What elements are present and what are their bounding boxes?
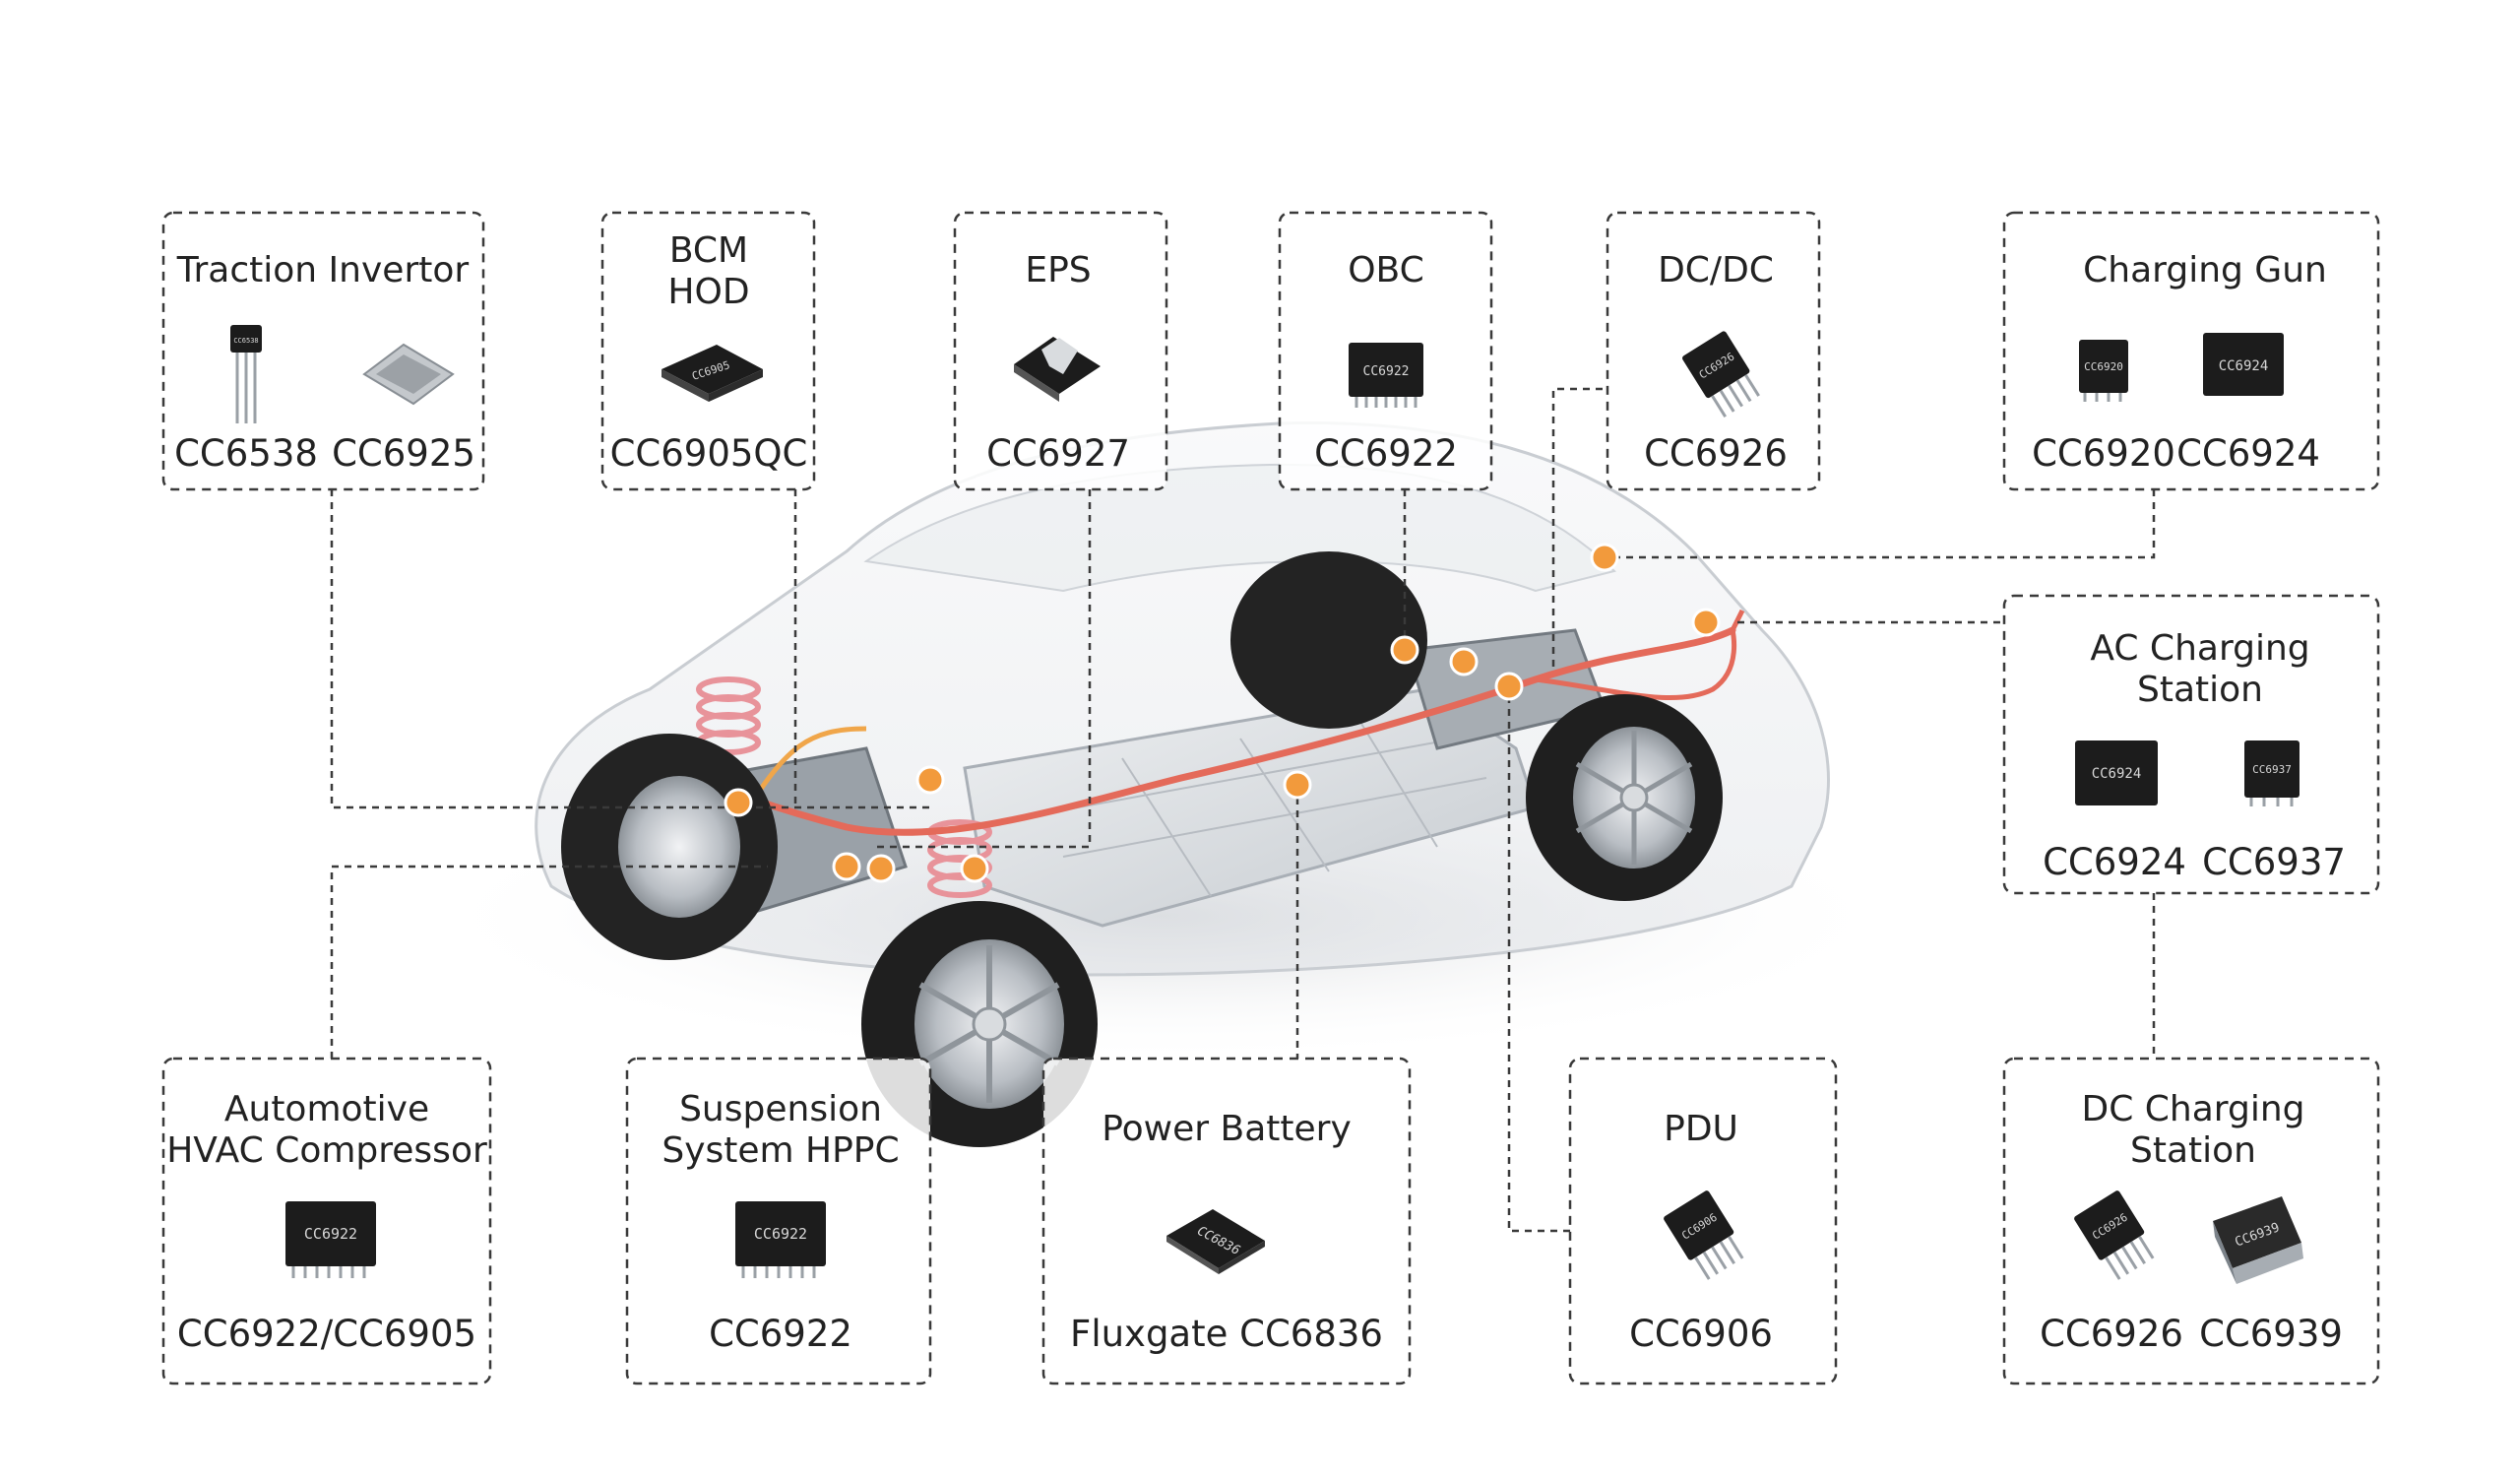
- box-power-battery: Power Battery CC6836 Fluxgate CC6836: [1041, 1057, 1412, 1385]
- chip-dfn-icon: [362, 343, 455, 406]
- box-title: Power Battery: [1102, 1109, 1352, 1149]
- hotspot-power-battery: [1283, 770, 1312, 800]
- box-title: AC Charging: [2090, 628, 2309, 669]
- box-title: EPS: [1025, 250, 1091, 290]
- box-dc-charging-station: DC Charging Station CC6926 CC6939 CC6926…: [2002, 1057, 2380, 1385]
- box-title: BCM: [669, 230, 748, 271]
- chip-to-package-icon: CC6926: [1682, 331, 1760, 418]
- chip-qfn-fluxgate-icon: CC6836: [1166, 1209, 1265, 1274]
- hv-harness-rear: [1535, 609, 1745, 701]
- box-title: Charging Gun: [2083, 250, 2327, 290]
- box-traction-invertor: Traction Invertor CC6538 CC6538 CC6925: [161, 211, 485, 491]
- front-left-wheel: [561, 734, 778, 960]
- hotspot-charging-gun: [1590, 543, 1619, 572]
- hotspot-inverter: [915, 765, 945, 795]
- chip-soic8-icon: CC6920: [2079, 340, 2128, 402]
- chip-marking: CC6920: [2084, 360, 2123, 373]
- part-label: CC6926: [1644, 432, 1788, 475]
- part-label: CC6922: [709, 1313, 852, 1355]
- part-label: CC6925: [332, 432, 475, 475]
- chip-marking: CC6924: [2092, 766, 2142, 782]
- box-frame: [161, 211, 485, 491]
- chip-marking: CC6937: [2252, 763, 2292, 776]
- box-title: HOD: [667, 272, 749, 312]
- hotspot-dcdc: [1449, 647, 1479, 676]
- box-title: Suspension: [679, 1089, 882, 1129]
- chip-qfn-icon: CC6905: [662, 345, 763, 402]
- box-eps: EPS CC6927: [953, 211, 1168, 491]
- car-illustration: [413, 421, 1910, 1147]
- part-label: CC6924: [2176, 432, 2320, 475]
- box-pdu: PDU CC6906 CC6906: [1568, 1057, 1838, 1385]
- box-title: DC/DC: [1658, 250, 1774, 290]
- box-title: Traction Invertor: [176, 250, 470, 290]
- rear-left-wheel: [1230, 551, 1427, 729]
- part-label: CC6905QC: [610, 432, 808, 475]
- box-title: Station: [2130, 1130, 2256, 1171]
- box-frame: [2002, 1057, 2380, 1385]
- box-title: DC Charging: [2081, 1089, 2304, 1129]
- chip-to92-icon: CC6538: [230, 325, 262, 423]
- part-label: CC6926: [2040, 1313, 2183, 1355]
- chip-marking: CC6922: [304, 1225, 357, 1243]
- box-bcm-hod: BCM HOD CC6905 CC6905QC: [600, 211, 816, 491]
- connector-hvac: [330, 865, 768, 1059]
- box-obc: OBC CC6922 CC6922: [1278, 211, 1493, 491]
- part-label: Fluxgate CC6836: [1070, 1313, 1383, 1355]
- box-hvac-compressor: Automotive HVAC Compressor CC6922 CC6922…: [161, 1057, 492, 1385]
- part-label: CC6906: [1629, 1313, 1773, 1355]
- chip-marking: CC6922: [754, 1225, 807, 1243]
- box-suspension-hppc: Suspension System HPPC CC6922 CC6922: [625, 1057, 932, 1385]
- part-label: CC6922/CC6905: [177, 1313, 476, 1355]
- box-ac-charging-station: AC Charging Station CC6924 CC6937 CC6924…: [2002, 594, 2380, 895]
- chip-soic16-icon: CC6924: [2203, 333, 2284, 396]
- hotspots: [724, 543, 1721, 883]
- hotspot-charging-port: [1691, 608, 1721, 637]
- box-title: System HPPC: [662, 1130, 899, 1171]
- part-label: CC6937: [2202, 841, 2346, 883]
- part-label: CC6922: [1314, 432, 1458, 475]
- hotspot-eps: [866, 854, 896, 883]
- hotspot-bcm: [724, 788, 753, 817]
- chip-to-package-icon: CC6906: [1664, 1190, 1744, 1280]
- chip-to-package-icon: CC6926: [2074, 1190, 2155, 1280]
- part-label: CC6538: [174, 432, 318, 475]
- box-frame: [2002, 211, 2380, 491]
- part-label: CC6924: [2043, 841, 2186, 883]
- connector-dcdc: [1551, 387, 1603, 670]
- chip-module-icon: CC6939: [2213, 1196, 2303, 1284]
- chip-shunt-icon: [1014, 337, 1101, 402]
- box-title: Automotive: [224, 1089, 429, 1129]
- chip-marking: CC6924: [2219, 358, 2269, 374]
- part-label: CC6920: [2032, 432, 2175, 475]
- hotspot-hvac: [832, 852, 861, 881]
- hv-harness-main: [626, 626, 1736, 836]
- chip-marking: CC6922: [1363, 364, 1410, 379]
- box-charging-gun: Charging Gun CC6920 CC6924 CC6920 CC6924: [2002, 211, 2380, 491]
- box-title: PDU: [1664, 1109, 1738, 1149]
- chip-soic16-icon: CC6924: [2075, 740, 2158, 805]
- connector-eps: [876, 489, 1092, 849]
- box-frame: [2002, 594, 2380, 895]
- box-title: Station: [2137, 670, 2263, 710]
- rear-right-wheel: [1526, 694, 1723, 901]
- chip-soic8-icon: CC6937: [2244, 740, 2300, 806]
- hotspot-pdu: [1494, 672, 1524, 701]
- hotspot-obc: [1390, 635, 1419, 665]
- box-dcdc: DC/DC CC6926 CC6926: [1606, 211, 1821, 491]
- part-label: CC6927: [986, 432, 1130, 475]
- chip-soic-icon: CC6922: [285, 1201, 376, 1278]
- battery-cells: [1023, 718, 1487, 897]
- chip-soic-icon: CC6922: [1349, 343, 1423, 408]
- chip-soic-icon: CC6922: [735, 1201, 826, 1278]
- part-label: CC6939: [2199, 1313, 2343, 1355]
- chip-marking: CC6538: [233, 337, 258, 345]
- box-title: HVAC Compressor: [166, 1130, 487, 1171]
- connector-charging-gun: [1605, 489, 2156, 559]
- hotspot-suspension: [960, 854, 989, 883]
- box-title: OBC: [1348, 250, 1424, 290]
